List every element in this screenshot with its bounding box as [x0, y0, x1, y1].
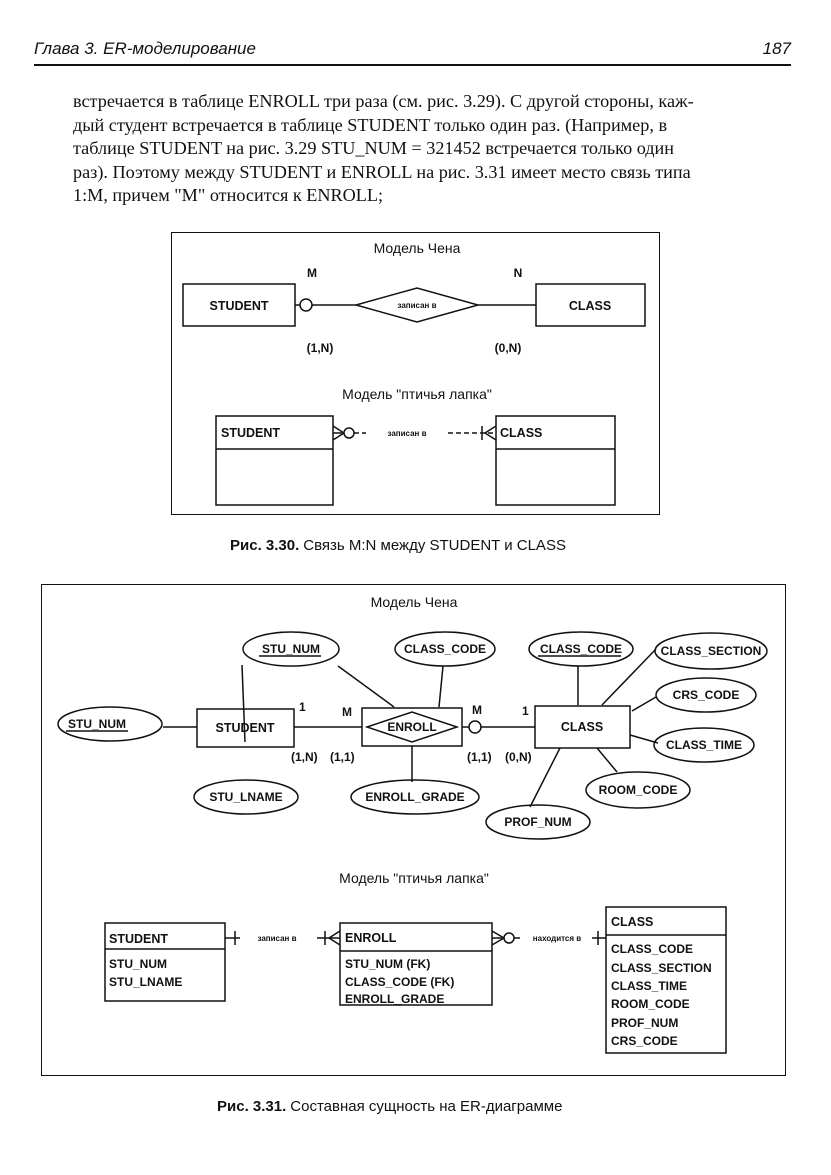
- figure-3-30-caption: Рис. 3.30.Связь M:N между STUDENT и CLAS…: [230, 537, 566, 554]
- crow-rel-left-label: записан в: [257, 934, 296, 943]
- optional-circle-icon: [299, 298, 313, 312]
- chen-attr-class-section: [654, 632, 768, 670]
- figure-3-31: Модель Чена STU_NUM CLASS_CODE CLASS_COD…: [41, 584, 786, 1076]
- crow-entity-student-box: [104, 922, 226, 1002]
- attr-stu-num-top-label: STU_NUM: [262, 642, 320, 656]
- cardinality-1-right: 1: [522, 704, 529, 718]
- crow-student-attr: STU_LNAME: [109, 975, 182, 989]
- crow-relationship-label: записан в: [387, 429, 426, 438]
- chen-title: Модель Чена: [371, 594, 458, 610]
- crow-class-attr: CLASS_TIME: [611, 979, 687, 993]
- crow-class-attr: CRS_CODE: [611, 1034, 678, 1048]
- page-header-title: Глава 3. ER-моделирование: [34, 39, 256, 58]
- chen-attr-class-code-class: [528, 631, 634, 667]
- chen-entity-enroll-label: ENROLL: [387, 720, 436, 734]
- cardinality-n: N: [514, 266, 523, 280]
- figure-3-30: Модель Чена M N STUDENT записан в CLASS …: [171, 232, 660, 515]
- chen-attr-prof-num: [485, 804, 591, 840]
- cardinality-m: M: [307, 266, 317, 280]
- crow-enroll-attr: CLASS_CODE (FK): [345, 975, 454, 989]
- chen-enroll-diamond: [364, 711, 460, 743]
- paragraph-line: 1:M, причем "M" относится к ENROLL;: [73, 185, 384, 205]
- chen-attr-stu-lname: [193, 779, 299, 815]
- crow-class-title: CLASS: [611, 915, 653, 929]
- chen-entity-enroll-box: [361, 707, 463, 747]
- paragraph-line: таблице STUDENT на рис. 3.29 STU_NUM = 3…: [73, 138, 675, 158]
- chen-attr-crs-code: [655, 677, 757, 713]
- crow-title: Модель "птичья лапка": [339, 870, 489, 886]
- caption-text: Составная сущность на ER-диаграмме: [290, 1098, 563, 1115]
- cardinality-m-left: M: [342, 705, 352, 719]
- paragraph-line: дый студент встречается в таблице STUDEN…: [73, 114, 668, 135]
- chen-entity-class-box: [534, 705, 631, 749]
- chen-entity-class-label: CLASS: [561, 720, 603, 734]
- chen-relationship-label: записан в: [397, 301, 436, 310]
- crow-class-attr: CLASS_SECTION: [611, 961, 712, 975]
- crow-enroll-title: ENROLL: [345, 931, 397, 945]
- chen-attr-stu-num-left: [57, 706, 163, 742]
- crow-entity-class-label: CLASS: [500, 426, 542, 440]
- chen-entity-student-label: STUDENT: [209, 299, 268, 313]
- figure-3-31-caption: Рис. 3.31.Составная сущность на ER-диагр…: [217, 1098, 562, 1115]
- body-paragraph: встречается в таблице ENROLL три раза (с…: [73, 90, 787, 208]
- chen-attr-enroll-grade: [350, 779, 480, 815]
- chen-entity-student-label: STUDENT: [215, 721, 274, 735]
- cardinality-class: (0,N): [495, 341, 522, 355]
- cardinality-student: (1,N): [291, 750, 318, 764]
- crow-enroll-attr: STU_NUM (FK): [345, 957, 430, 971]
- caption-text: Связь M:N между STUDENT и CLASS: [303, 537, 566, 554]
- crow-entity-student-box: [215, 415, 334, 506]
- paragraph-line: встречается в таблице ENROLL три раза (с…: [73, 91, 694, 111]
- attr-class-section-label: CLASS_SECTION: [661, 644, 762, 658]
- attr-prof-num-label: PROF_NUM: [504, 815, 571, 829]
- cardinality-class: (0,N): [505, 750, 532, 764]
- crow-enroll-attr: ENROLL_GRADE: [345, 992, 444, 1006]
- attr-stu-lname-label: STU_LNAME: [209, 790, 282, 804]
- caption-number: Рис. 3.31.: [217, 1098, 287, 1115]
- chen-title: Модель Чена: [374, 240, 461, 256]
- crow-title: Модель "птичья лапка": [342, 386, 492, 402]
- crow-class-attr: CLASS_CODE: [611, 942, 693, 956]
- cardinality-enroll-right: (1,1): [467, 750, 492, 764]
- crow-entity-student-label: STUDENT: [221, 426, 280, 440]
- paragraph-line: раз). Поэтому между STUDENT и ENROLL на …: [73, 161, 691, 182]
- crow-entity-enroll-box: [339, 922, 493, 1006]
- page-number: 187: [762, 39, 791, 58]
- chen-attr-stu-num-top: [242, 631, 340, 667]
- crow-rel-right-label: находится в: [533, 934, 581, 943]
- caption-number: Рис. 3.30.: [230, 537, 300, 554]
- crow-entity-class-box: [605, 906, 727, 1054]
- attr-class-code-enroll-label: CLASS_CODE: [404, 642, 486, 656]
- crow-optional-circle-icon: [503, 932, 515, 944]
- attr-crs-code-label: CRS_CODE: [673, 688, 740, 702]
- crow-entity-class-box: [495, 415, 616, 506]
- attr-enroll-grade-label: ENROLL_GRADE: [365, 790, 464, 804]
- chen-attr-class-code-enroll: [394, 631, 496, 667]
- cardinality-student: (1,N): [307, 341, 334, 355]
- chen-entity-class-label: CLASS: [569, 299, 611, 313]
- chen-entity-student-box: [196, 708, 295, 748]
- crow-optional-circle-icon: [343, 427, 355, 439]
- crow-student-title: STUDENT: [109, 932, 168, 946]
- attr-room-code-label: ROOM_CODE: [599, 783, 678, 797]
- cardinality-enroll-left: (1,1): [330, 750, 355, 764]
- chen-attr-class-time: [653, 727, 755, 763]
- crow-class-attr: ROOM_CODE: [611, 997, 690, 1011]
- cardinality-m-right: M: [472, 703, 482, 717]
- cardinality-1-left: 1: [299, 700, 306, 714]
- crow-student-attr: STU_NUM: [109, 957, 167, 971]
- attr-class-code-class-label: CLASS_CODE: [540, 642, 622, 656]
- crow-class-attr: PROF_NUM: [611, 1016, 678, 1030]
- header-rule: [34, 64, 791, 66]
- chen-attr-room-code: [585, 771, 691, 809]
- attr-class-time-label: CLASS_TIME: [666, 738, 742, 752]
- attr-stu-num-left-label: STU_NUM: [68, 717, 126, 731]
- optional-circle-icon: [468, 720, 482, 734]
